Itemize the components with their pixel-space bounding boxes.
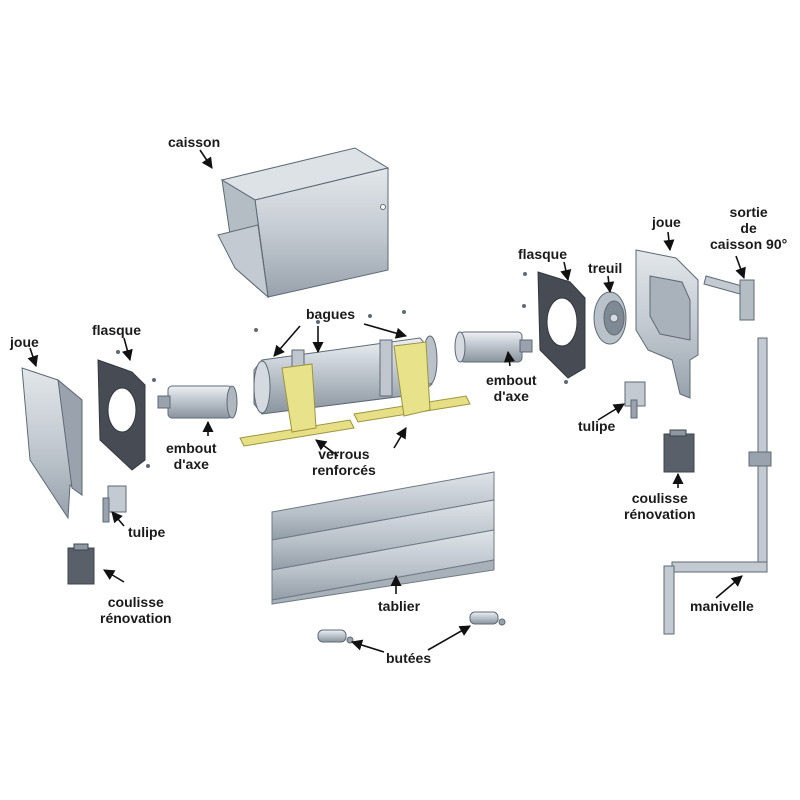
label-tulipe-left: tulipe (128, 524, 165, 540)
label-flasque-right: flasque (518, 246, 567, 262)
label-joue-left: joue (10, 334, 39, 350)
joue-left-part (21, 367, 83, 520)
arrow-bagues-1 (273, 325, 301, 357)
arrow-caisson (199, 149, 213, 169)
label-treuil: treuil (588, 260, 622, 276)
treuil-part (593, 291, 627, 345)
label-coulisse-right: coulisse rénovation (624, 490, 696, 522)
butees-part (317, 611, 506, 644)
label-sortie-line3: caisson 90° (710, 236, 788, 252)
label-butees: butées (386, 650, 431, 666)
arrow-verrous-1 (315, 439, 339, 457)
arrow-joue-right (663, 231, 675, 252)
label-butees-text: butées (386, 650, 432, 666)
flasque-left-part (97, 359, 146, 471)
label-embout-left-line1: embout (166, 440, 217, 456)
label-joue-left-text: joue (10, 334, 39, 350)
label-sortie-line2: de (740, 220, 757, 236)
label-coulisse-right-line1: coulisse (631, 490, 688, 506)
screws-decor (116, 272, 568, 468)
label-caisson: caisson (168, 134, 220, 150)
coulisse-right-part (663, 429, 695, 473)
label-verrous-line2: renforcés (312, 462, 376, 478)
arrow-sortie (735, 255, 746, 280)
label-embout-right-line1: embout (486, 372, 537, 388)
flasque-right-part (537, 271, 586, 379)
arrow-bagues-3 (363, 323, 408, 339)
label-bagues-text: bagues (306, 306, 356, 322)
label-tulipe-right: tulipe (578, 418, 615, 434)
label-treuil-text: treuil (588, 260, 623, 276)
manivelle-part (663, 275, 772, 635)
joue-right-part (635, 249, 699, 399)
arrow-treuil (603, 275, 615, 294)
coulisse-left-part (67, 543, 95, 585)
label-tablier-text: tablier (378, 598, 421, 614)
arrow-butees-1 (350, 639, 385, 653)
verrous-part (239, 341, 471, 447)
tulipe-left-part (102, 485, 127, 523)
label-tulipe-right-text: tulipe (578, 418, 616, 434)
arrow-tulipe-left (111, 511, 125, 527)
tulipe-right-part (624, 381, 646, 419)
label-joue-right-text: joue (652, 214, 681, 230)
label-coulisse-right-line2: rénovation (624, 506, 696, 522)
label-coulisse-left-line1: coulisse (107, 594, 164, 610)
tablier-part (271, 471, 495, 605)
label-tablier: tablier (378, 598, 420, 614)
label-flasque-left-text: flasque (92, 322, 142, 338)
arrow-tulipe-right (597, 403, 625, 421)
arrow-embout-right (503, 350, 515, 367)
label-tulipe-left-text: tulipe (128, 524, 166, 540)
label-sortie-line1: sortie (729, 204, 768, 220)
arrow-butees-2 (427, 625, 471, 651)
label-coulisse-left-line2: rénovation (100, 610, 172, 626)
label-embout-left: embout d'axe (166, 440, 217, 472)
label-verrous: verrous renforcés (312, 446, 376, 478)
label-embout-right: embout d'axe (486, 372, 537, 404)
label-verrous-line1: verrous (318, 446, 370, 462)
embout-right-part (454, 331, 533, 363)
leader-arrows (27, 149, 746, 653)
label-manivelle: manivelle (690, 598, 754, 614)
label-sortie: sortie de caisson 90° (710, 204, 787, 252)
label-embout-right-line2: d'axe (493, 388, 529, 404)
label-joue-right: joue (652, 214, 681, 230)
label-caisson-text: caisson (168, 134, 221, 150)
arrow-joue-left (27, 347, 39, 368)
label-flasque-left: flasque (92, 322, 141, 338)
label-embout-left-line2: d'axe (173, 456, 209, 472)
caisson-part (217, 147, 390, 299)
label-manivelle-text: manivelle (690, 598, 754, 614)
embout-left-part (157, 385, 238, 419)
label-bagues: bagues (306, 306, 355, 322)
arrow-flasque-left (121, 337, 133, 362)
arrow-coulisse-left (103, 569, 125, 583)
arrow-flasque-right (560, 261, 572, 282)
arrow-manivelle (715, 575, 743, 599)
label-flasque-right-text: flasque (518, 246, 568, 262)
arrow-verrous-2 (393, 427, 407, 449)
label-coulisse-left: coulisse rénovation (100, 594, 172, 626)
